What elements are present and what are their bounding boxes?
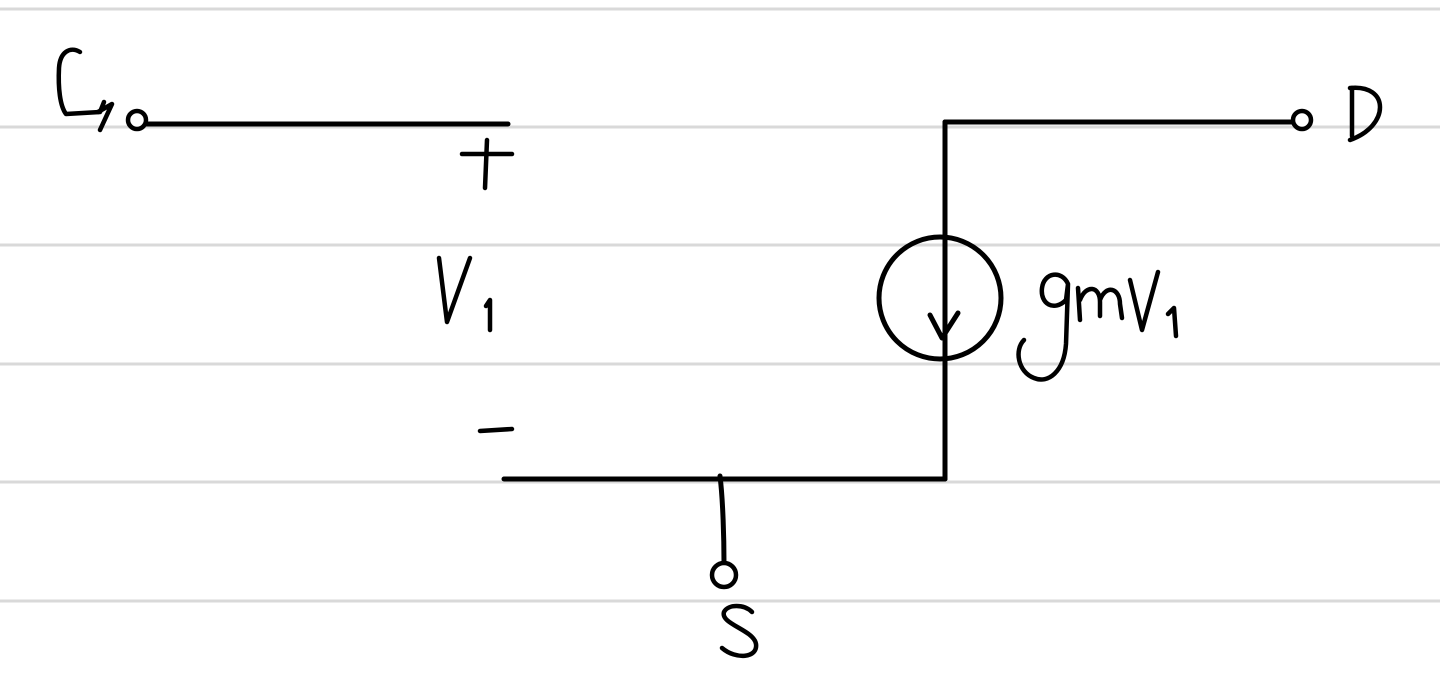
current-source-label: gmV1 bbox=[1016, 269, 1179, 382]
dependent-current-source-icon bbox=[876, 234, 1004, 362]
source-stub-wire bbox=[717, 473, 727, 566]
source-terminal bbox=[709, 560, 739, 590]
gate-terminal bbox=[125, 108, 149, 132]
gate-label: G bbox=[56, 47, 115, 133]
drain-branch: D bbox=[942, 85, 1383, 482]
controlling-voltage: + V1 − bbox=[436, 137, 515, 434]
drain-label: D bbox=[1347, 85, 1383, 143]
source-branch: S bbox=[501, 473, 948, 658]
ruled-paper-lines bbox=[0, 7, 1440, 603]
source-label: S bbox=[719, 603, 759, 658]
voltage-minus-sign: − bbox=[477, 426, 515, 434]
voltage-plus-sign: + bbox=[459, 137, 515, 191]
drain-terminal bbox=[1290, 108, 1314, 132]
down-arrow-icon bbox=[927, 310, 961, 341]
gate-branch bbox=[125, 108, 511, 132]
voltage-label: V1 bbox=[436, 255, 493, 333]
